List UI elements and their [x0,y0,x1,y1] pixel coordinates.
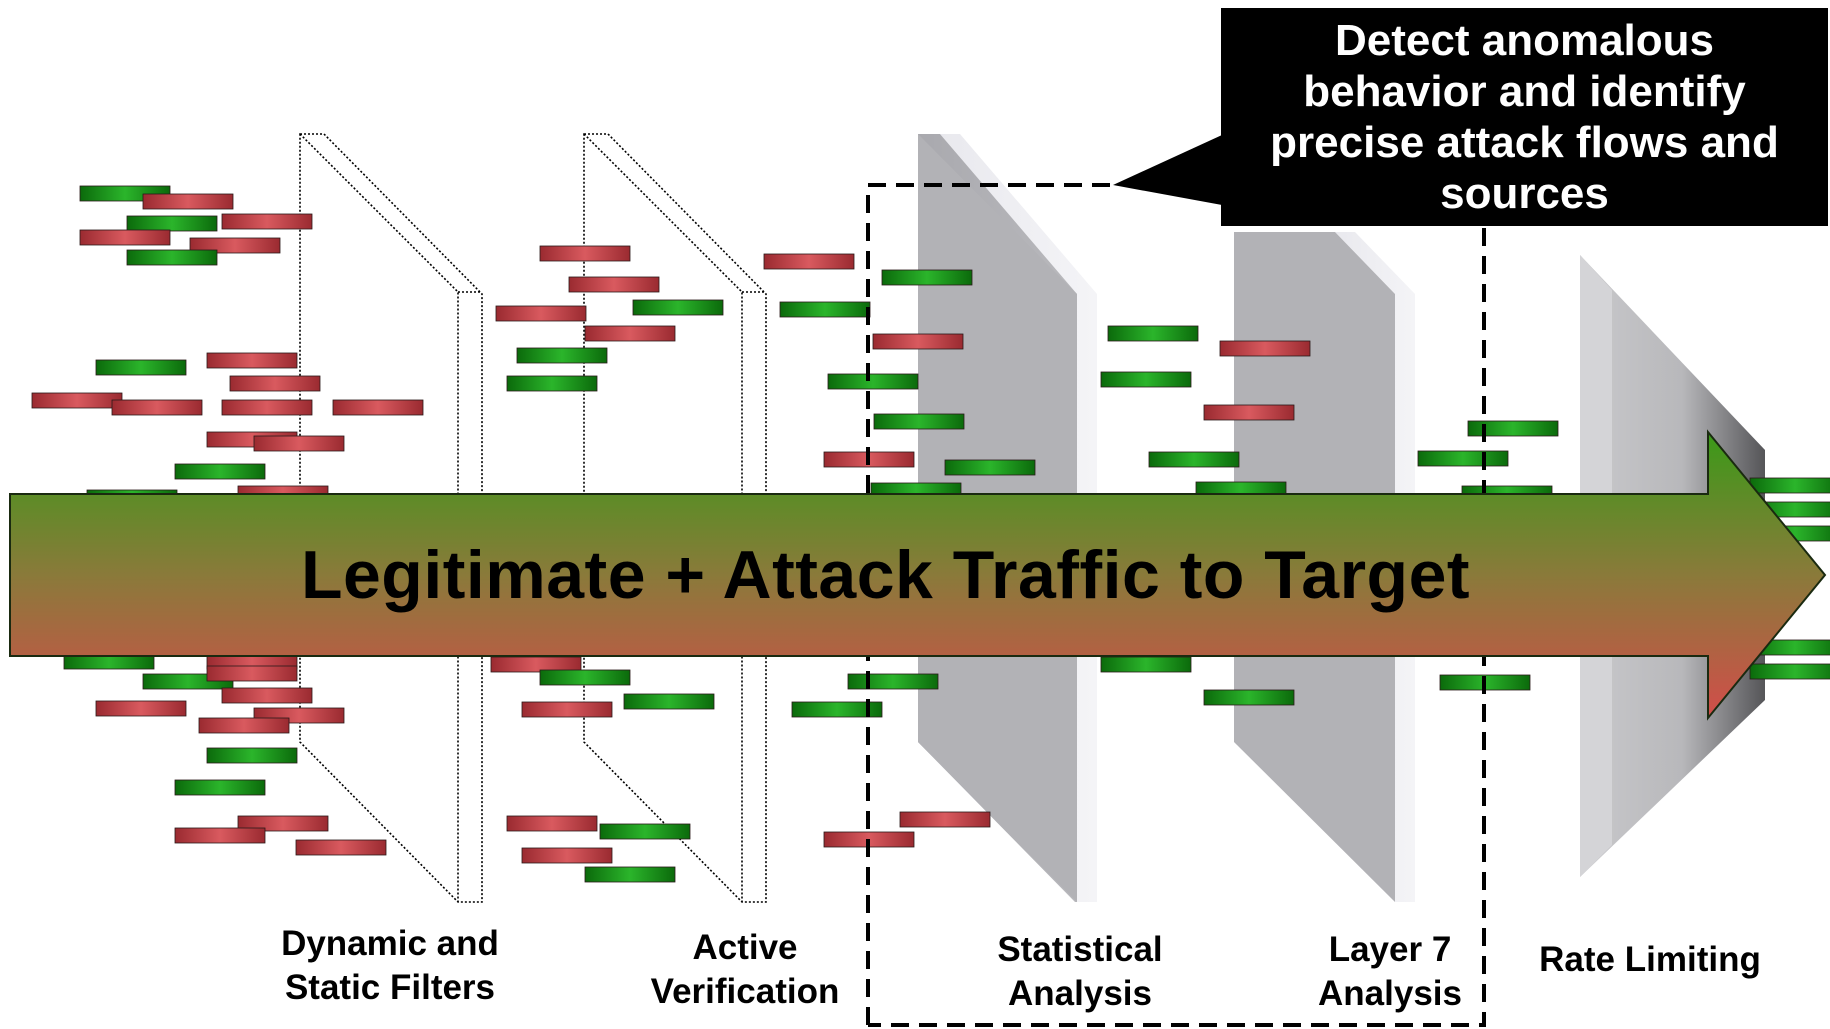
attack-packet [31,392,123,409]
attack-packet [495,305,587,322]
callout-text: Detect anomalous behavior and identify p… [1270,16,1779,218]
attack-packet [872,333,964,350]
legitimate-packet [95,359,187,376]
stage-label-layer7: Layer 7 Analysis [1318,930,1462,1013]
attack-packet [568,276,660,293]
legitimate-packet [827,373,919,390]
attack-packet [521,847,613,864]
attack-packet [237,815,329,832]
legitimate-packet [599,823,691,840]
attack-packet [295,839,387,856]
attack-packet [189,237,281,254]
legitimate-packet [1100,371,1192,388]
attack-packet [506,815,598,832]
callout-box: Detect anomalous behavior and identify p… [1221,8,1828,226]
attack-packet [206,665,298,682]
attack-packet [253,435,345,452]
legitimate-packet [632,299,724,316]
legitimate-packet [126,215,218,232]
stage-label-rate-limiting: Rate Limiting [1539,940,1761,979]
legitimate-packet [174,463,266,480]
attack-packet [539,245,631,262]
attack-packet [763,253,855,270]
legitimate-packet [847,673,939,690]
legitimate-packet [206,747,298,764]
legitimate-packet [1107,325,1199,342]
stage-label-statistical: Statistical Analysis [997,930,1163,1013]
attack-packet [206,352,298,369]
legitimate-packet [126,249,218,266]
verification-panel [583,133,767,903]
attack-packet [229,375,321,392]
legitimate-packet [944,459,1036,476]
attack-packet [1203,404,1295,421]
legitimate-packet [1417,450,1509,467]
legitimate-packet [1148,451,1240,468]
attack-packet [221,213,313,230]
legitimate-packet [539,669,631,686]
attack-packet [221,687,313,704]
legitimate-packet [881,269,973,286]
attack-packet [95,700,187,717]
legitimate-packet [623,693,715,710]
attack-packet [1219,340,1311,357]
attack-packet [142,193,234,210]
legitimate-packet [873,413,965,430]
filters-panel [299,133,483,903]
legitimate-packet [174,779,266,796]
attack-packet [79,229,171,246]
attack-packet [521,701,613,718]
legitimate-packet [791,701,883,718]
legitimate-packet [1100,656,1192,673]
stage-label-filters: Dynamic and Static Filters [281,924,499,1007]
callout-pointer [1113,135,1222,205]
legitimate-packet [506,375,598,392]
attack-packet [332,399,424,416]
traffic-arrow-label: Legitimate + Attack Traffic to Target [300,537,1471,613]
legitimate-packet [584,866,676,883]
legitimate-packet [1749,663,1830,680]
legitimate-packet [516,347,608,364]
attack-packet [584,325,676,342]
legitimate-packet [1467,420,1559,437]
attack-packet [899,811,991,828]
filter-panels [299,133,767,903]
attack-packet [221,399,313,416]
attack-packet [198,717,290,734]
legitimate-packet [1203,689,1295,706]
legitimate-packet [1749,477,1830,494]
legitimate-packet [779,301,871,318]
attack-packet [111,399,203,416]
traffic-arrow [9,429,1827,721]
stage-label-verification: Active Verification [650,928,840,1011]
attack-packet [174,827,266,844]
